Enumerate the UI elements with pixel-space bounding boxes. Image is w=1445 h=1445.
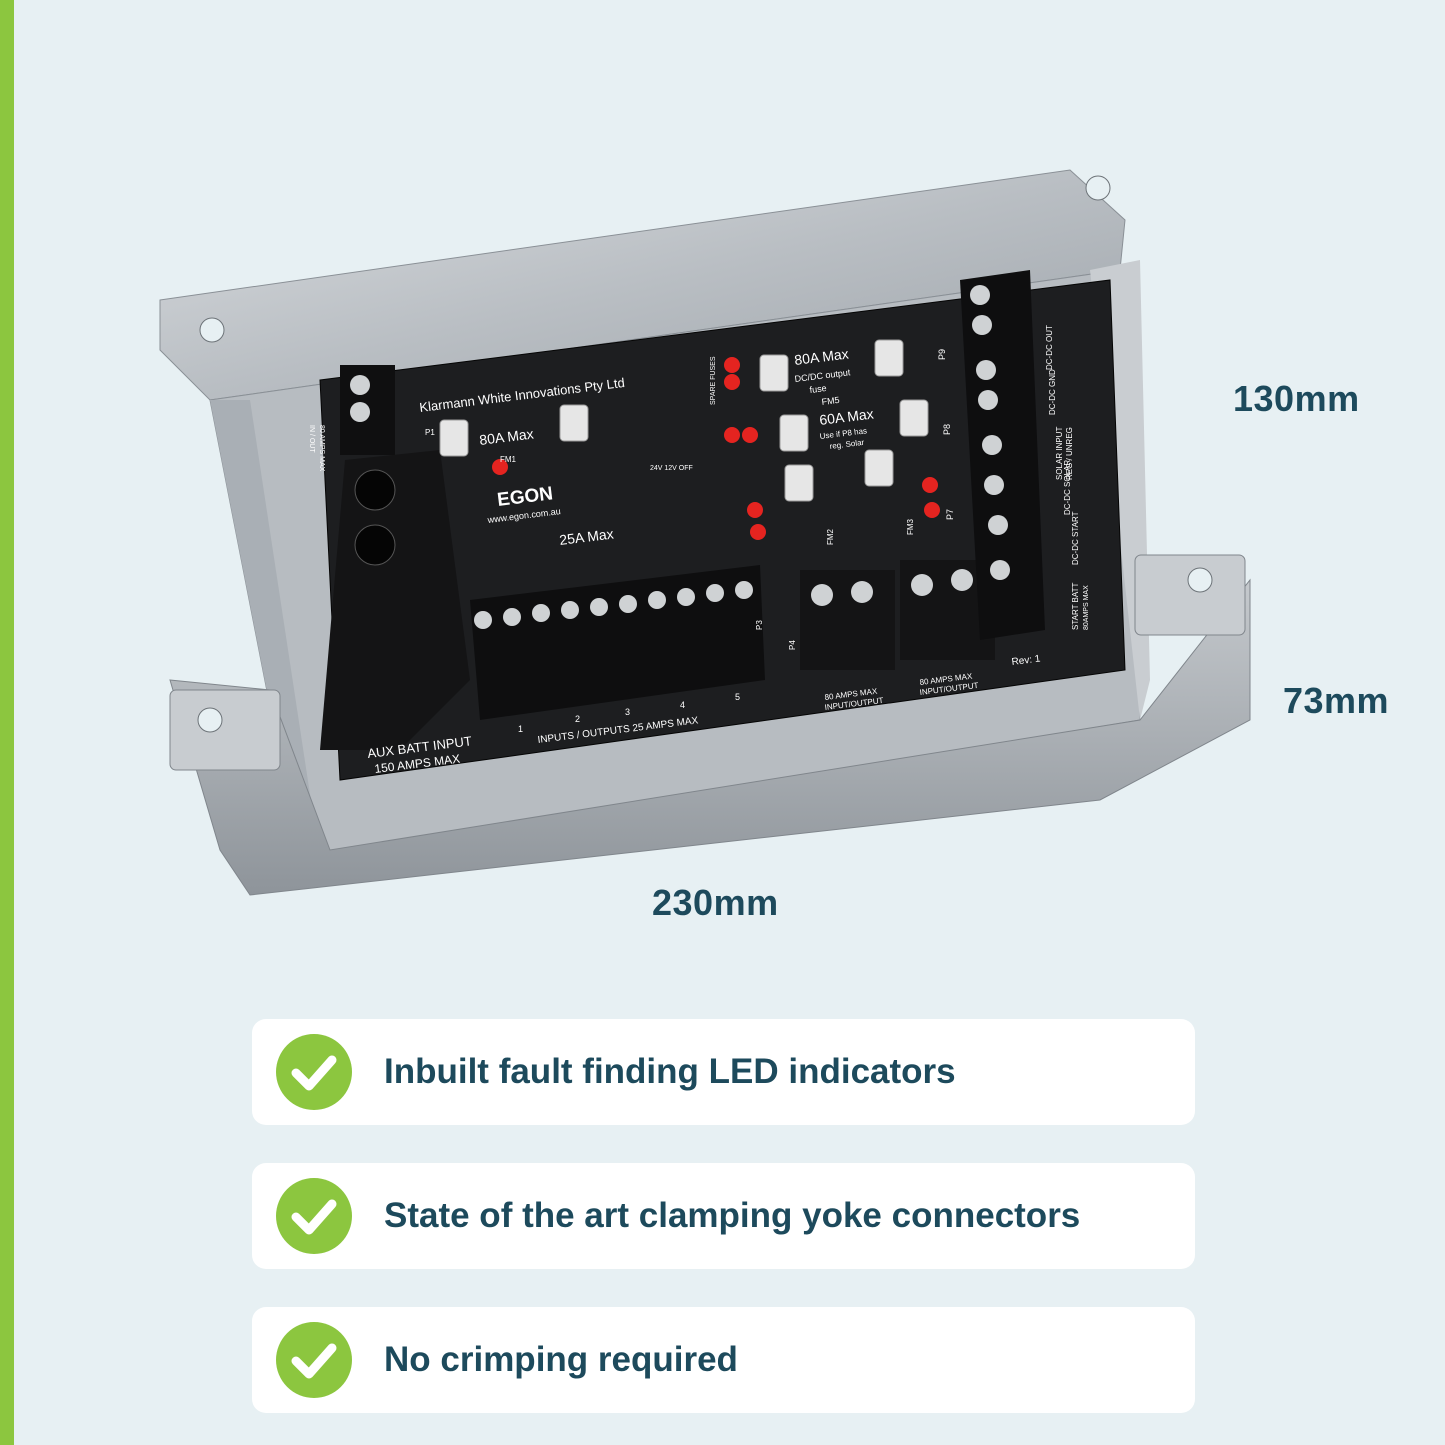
output-connectors [800,560,995,670]
depth-dimension: 73mm [1283,680,1390,721]
accent-bar [0,0,14,1445]
check-circle-icon [276,1034,352,1110]
pcb-solar-note-label-2: reg. Solar [829,438,865,451]
enclosure-front-lip [169,578,1251,896]
pcb-dcdc-gnd-label: DC-DC GND [1048,369,1057,415]
feature-card-clamping-connectors: State of the art clamping yoke connector… [252,1163,1195,1269]
pcb-fm5-label: FM5 [821,395,840,407]
terminal-strip [470,565,765,720]
feature-card-no-crimping: No crimping required [252,1307,1195,1413]
pcb-spare-fuses-label: SPARE FUSES [710,356,717,405]
width-dimension: 230mm [652,882,779,923]
feature-text: State of the art clamping yoke connector… [384,1196,1081,1235]
pcb-solar-input-label: SOLAR INPUT [1055,427,1064,480]
pcb-fuse-60a-label: 60A Max [818,405,874,428]
pcb-start-batt-max-label: 80AMPS MAX [1083,585,1090,630]
pcb-p8-label: P8 [942,424,952,435]
pcb-p3-label: P3 [755,620,764,630]
product-image: Klarmann White Innovations Pty Ltd 80A M… [159,169,1251,896]
pcb-fm1-label: FM1 [500,455,517,464]
led-indicators [492,357,940,540]
pcb-fuse-80a-label: 80A Max [478,425,534,448]
pcb-in-out-max-label: 80 AMPS MAX [318,425,325,472]
pcb-p1-label: P1 [425,428,435,437]
feature-text: No crimping required [384,1340,738,1379]
right-terminal-column [960,270,1045,640]
pcb-p7-label: P7 [945,509,955,520]
pcb-dcdc-out-label: DC-DC OUT [1045,325,1054,370]
height-dimension: 130mm [1233,378,1360,419]
check-circle-icon [276,1322,352,1398]
pcb-n2-label: 2 [575,714,580,724]
pcb-voltage-label: 24V 12V OFF [650,465,693,472]
pcb-in-out-label: IN / OUT [308,425,315,453]
pcb-n5-label: 5 [735,692,740,702]
pcb-p4-label: P4 [788,640,797,650]
pcb-fm2-label: FM2 [826,528,835,545]
pcb-start-batt-label: START BATT [1071,582,1080,630]
enclosure-left-wall [210,400,320,860]
pcb-p9-label: P9 [937,349,947,360]
mounting-tabs [169,175,1246,771]
feature-text: Inbuilt fault finding LED indicators [384,1052,956,1091]
pcb-fm3-label: FM3 [906,518,915,535]
feature-card-led-indicators: Inbuilt fault finding LED indicators [252,1019,1195,1125]
pcb-n4-label: 4 [680,700,685,710]
pcb-fuse-80a-label-2: 80A Max [793,345,849,368]
pcb-fuse-25a-label: 25A Max [558,525,614,548]
pcb-reg-unreg-label: REG / UNREG [1065,427,1074,480]
check-circle-icon [276,1178,352,1254]
fuse-holders [439,339,929,502]
pcb-n3-label: 3 [625,707,630,717]
pcb-dcdc-start-label: DC-DC START [1071,511,1080,565]
pcb-rev-label: Rev: 1 [1011,653,1041,667]
pcb-fuse-word-label: fuse [809,383,827,395]
aux-input-block [320,365,470,750]
pcb-dcdc-solar-label: DC-DC SOLAR [1063,460,1072,515]
pcb-n1-label: 1 [518,724,523,734]
